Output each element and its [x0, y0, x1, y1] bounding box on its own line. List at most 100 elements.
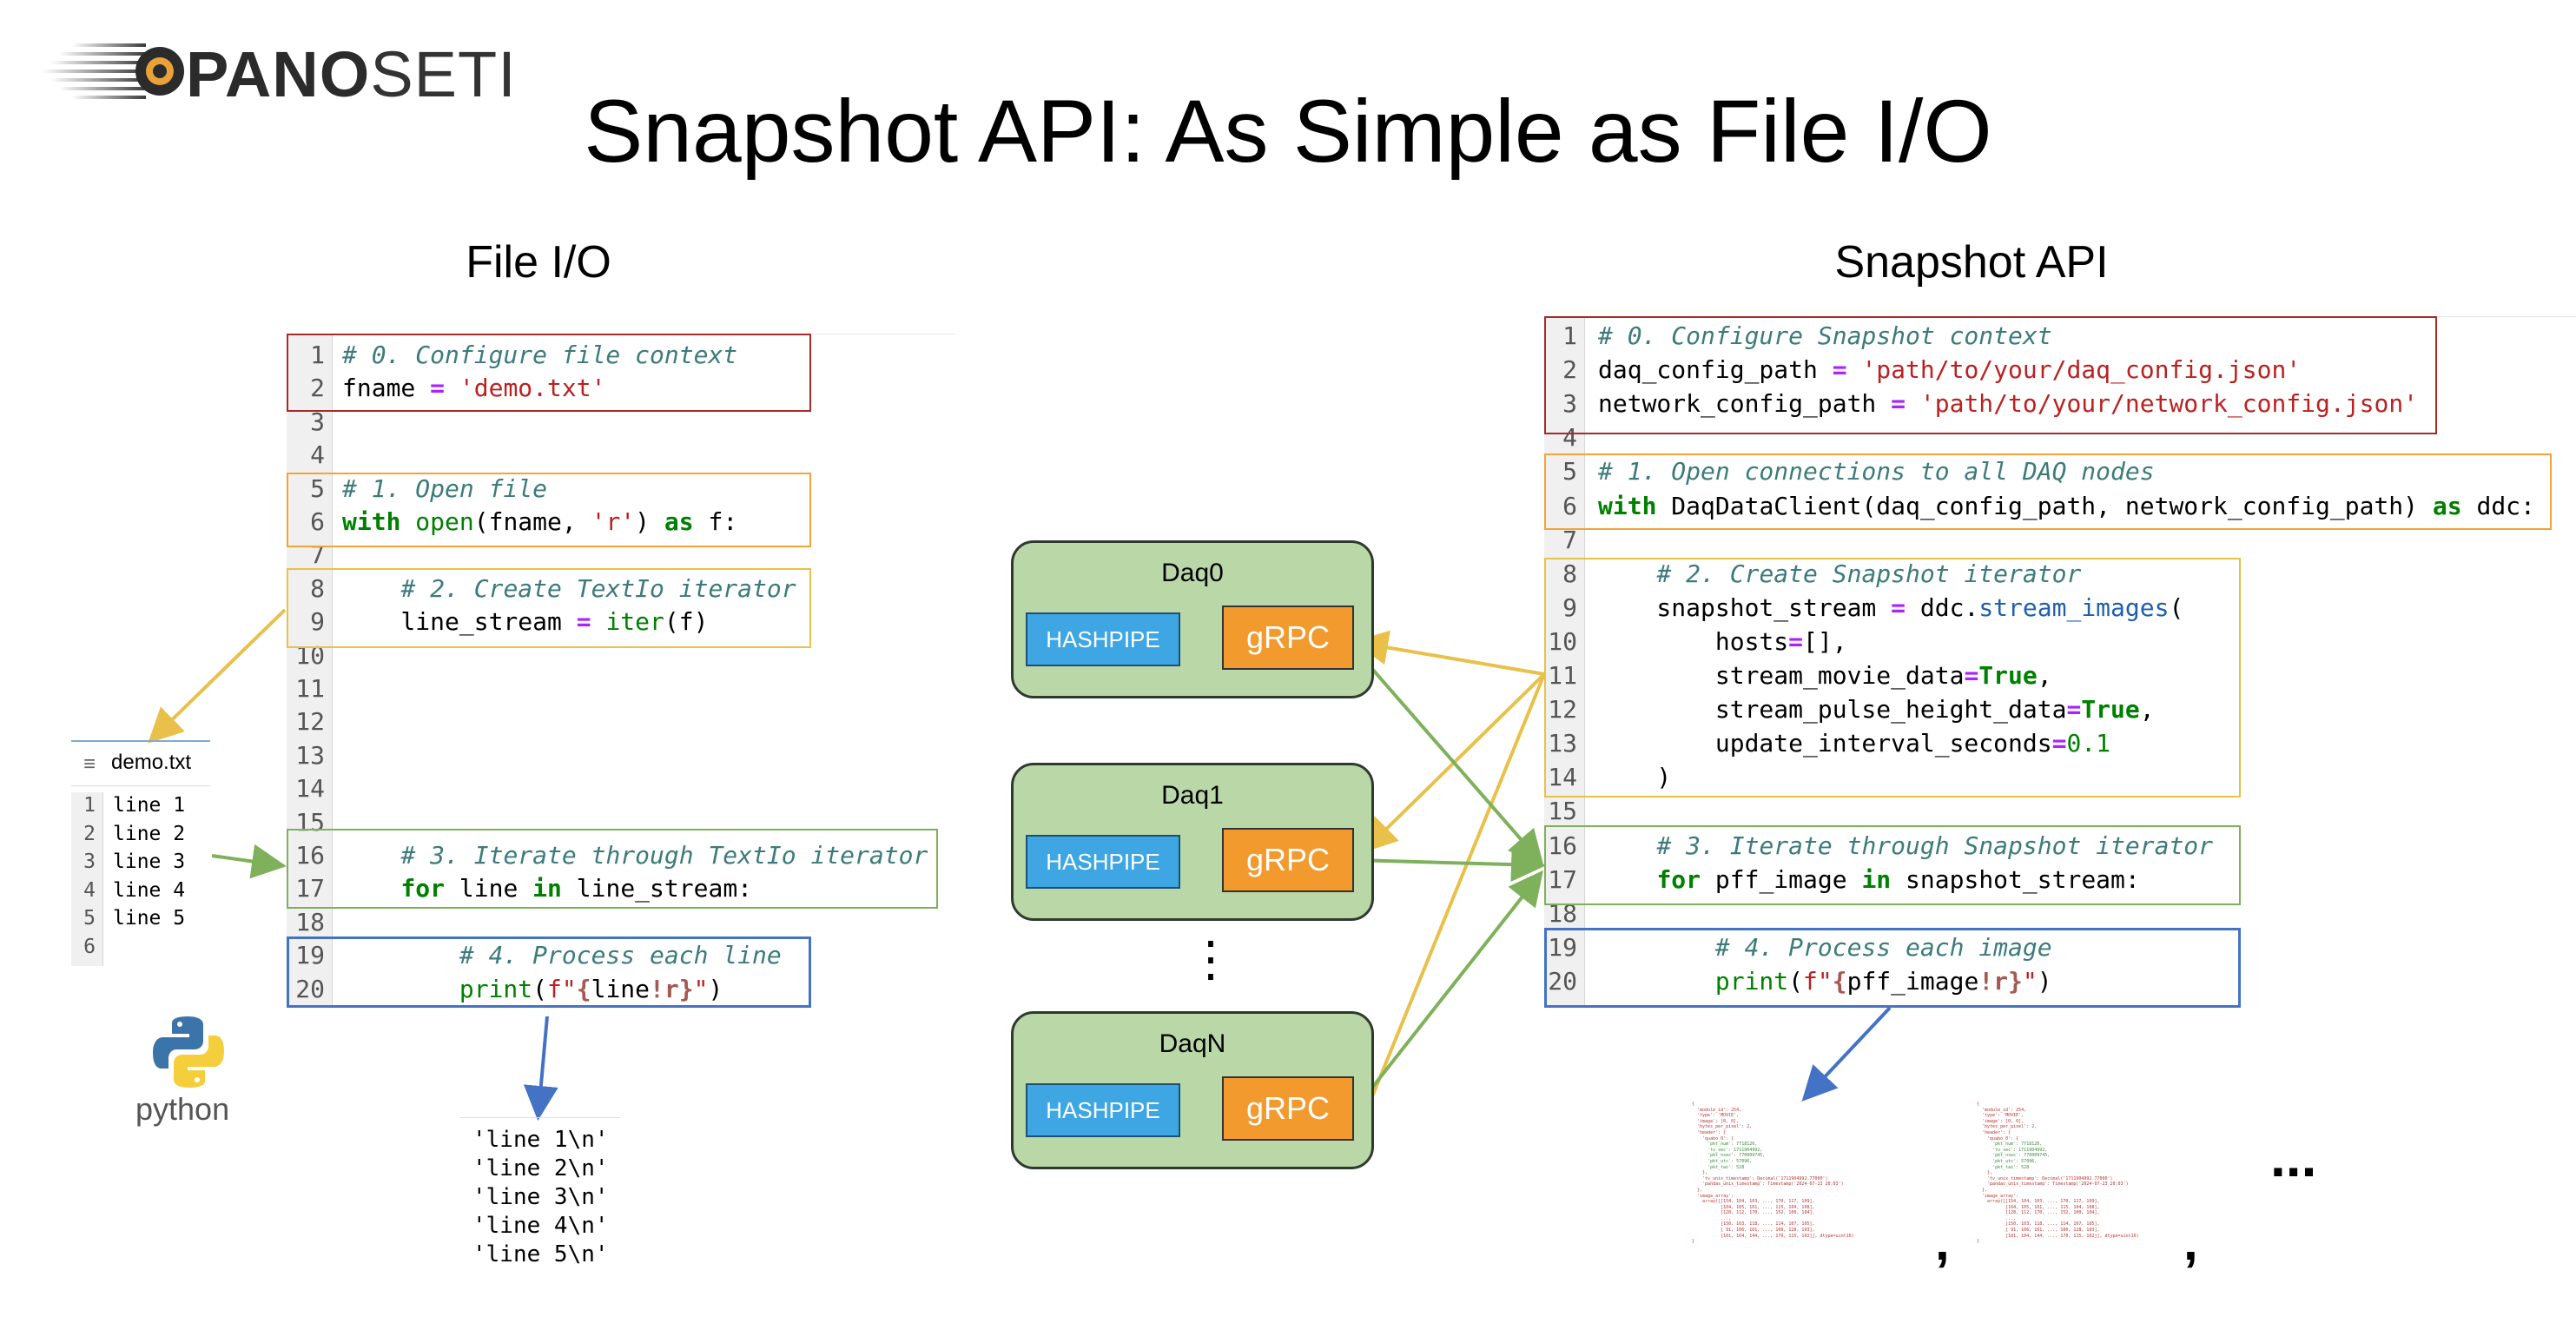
- hashpipe-box: HASHPIPE: [1026, 612, 1180, 666]
- pff-dump-line: [104, 105, 101, ..., 115, 104, 108],: [1692, 1204, 1815, 1210]
- pff-dump-line: 'quabo_0': {: [1692, 1135, 1734, 1142]
- pff-dump-line: [128, 112, 170, ..., 152, 100, 104],: [1692, 1210, 1815, 1216]
- code-line: with open(fname, 'r') as f:: [342, 507, 738, 536]
- file-line: line 4: [113, 878, 186, 902]
- line-number: 16: [1548, 831, 1577, 860]
- pff-dump-line: 'type': 'MOVIE',: [1692, 1113, 1740, 1119]
- line-number: 6: [310, 507, 325, 536]
- code-line: # 2. Create TextIo iterator: [400, 573, 796, 603]
- pff-dump-line: 'bytes_per_pixel': 2,: [1692, 1124, 1753, 1130]
- pff-dump-line: 'image': [0, 0],: [1977, 1118, 2024, 1124]
- file-tab-border: [71, 740, 210, 742]
- file-line-number: 4: [83, 878, 96, 902]
- pff-dump-line: }: [1692, 1239, 1695, 1245]
- code-line: # 1. Open file: [342, 473, 548, 503]
- grpc-box: gRPC: [1222, 828, 1354, 892]
- grpc-box: gRPC: [1222, 1076, 1354, 1141]
- pff-dump-line: 'tv_unix_timestamp': Decimal('1711904992…: [1692, 1175, 1828, 1181]
- pff-dump-line: [ 91, 106, 101, ..., 100, 128, 103],: [1692, 1228, 1815, 1234]
- pff-dump-line: },: [1692, 1187, 1703, 1193]
- line-number: 12: [295, 707, 325, 737]
- file-gutter: [71, 792, 103, 966]
- code-line: snapshot_stream = ddc.stream_images(: [1598, 592, 2184, 622]
- snapshot-api-heading: Snapshot API: [1834, 237, 2109, 288]
- line-number: 14: [295, 774, 325, 804]
- line-number: 9: [310, 607, 325, 637]
- code-line: network_config_path = 'path/to/your/netw…: [1598, 389, 2419, 419]
- file-line: line 5: [113, 907, 186, 930]
- code-line: print(f"{line!r}"): [459, 974, 723, 1003]
- python-icon: [153, 1016, 224, 1088]
- pff-dump-line: [101, 104, 144, ..., 170, 115, 102]], dt…: [1692, 1233, 1854, 1239]
- line-number-gutter-right: [1544, 316, 1585, 1008]
- line-number: 8: [1562, 559, 1577, 588]
- file-line-number: 2: [83, 822, 96, 845]
- pff-dump-line: [101, 104, 144, ..., 170, 115, 102]], dt…: [1977, 1233, 2139, 1239]
- file-line-number: 1: [83, 794, 96, 817]
- line-number: 15: [295, 807, 325, 837]
- code-line: # 4. Process each image: [1714, 932, 2052, 962]
- arrow-print-to-images: [1801, 1006, 1892, 1102]
- panoseti-logo-mark: [42, 43, 184, 99]
- line-number-gutter: [287, 334, 333, 1008]
- pff-dump-line: 'pkt_tai': 528: [1692, 1164, 1745, 1170]
- code-line: # 3. Iterate through TextIo iterator: [400, 841, 928, 870]
- python-logo: python: [130, 1013, 252, 1135]
- trailing-ellipsis: ...: [2270, 1126, 2317, 1188]
- pff-dump-line: }: [1977, 1239, 1980, 1245]
- output-line: 'line 2\n': [472, 1155, 609, 1181]
- pff-dump-line: 'pkt_utc': 57096,: [1692, 1158, 1753, 1164]
- code-line: # 4. Process each line: [459, 941, 782, 970]
- line-number: 10: [295, 640, 325, 670]
- page-title: Snapshot API: As Simple as File I/O: [584, 82, 1992, 181]
- arrow-iter-to-daq1: [1362, 672, 1546, 853]
- pff-dump-line: 'image': [0, 0],: [1692, 1118, 1740, 1124]
- pff-dump-line: array([[154, 104, 103, ..., 170, 117, 10…: [1692, 1199, 1815, 1205]
- grpc-box: gRPC: [1222, 606, 1354, 670]
- pff-dump-line: {: [1977, 1102, 1980, 1107]
- line-number: 4: [1562, 423, 1577, 453]
- code-line: stream_movie_data=True,: [1598, 661, 2052, 690]
- output-line: 'line 1\n': [472, 1127, 609, 1153]
- code-line: # 3. Iterate through Snapshot iterator: [1656, 831, 2214, 860]
- line-number: 18: [295, 907, 325, 936]
- step2-highlight-right: [1544, 558, 2241, 797]
- pff-dump-line: 'tv_sec': 1711904992,: [1977, 1147, 2048, 1153]
- line-number: 17: [295, 874, 325, 903]
- code-line: ): [1598, 763, 1672, 792]
- comma-separator-2: ,: [2183, 1213, 2198, 1271]
- file-name: demo.txt: [111, 751, 192, 774]
- code-line: print(f"{pff_image!r}"): [1714, 966, 2052, 996]
- line-number: 5: [310, 473, 325, 503]
- line-number: 13: [295, 740, 325, 770]
- pff-image-dump: { 'module_id': 254, 'type': 'MOVIE', 'im…: [1977, 1102, 2139, 1245]
- step3-highlight-right: [1544, 825, 2241, 905]
- pff-dump-line: },: [1692, 1170, 1708, 1176]
- line-number: 17: [1548, 864, 1577, 894]
- daq-node-label: Daq0: [1161, 559, 1224, 587]
- step1-highlight: [287, 473, 811, 547]
- line-number: 7: [310, 540, 325, 570]
- step4-highlight: [287, 936, 811, 1008]
- file-io-heading: File I/O: [466, 237, 611, 288]
- file-line-number: 3: [83, 850, 96, 873]
- line-number: 13: [1548, 729, 1577, 758]
- code-line: # 1. Open connections to all DAQ nodes: [1598, 457, 2155, 486]
- file-line-number: 6: [83, 935, 96, 958]
- pff-dump-line: 'quabo_0': {: [1977, 1135, 2019, 1142]
- pff-dump-line: 'pkt_nsec': 770009745,: [1977, 1153, 2051, 1159]
- line-number: 11: [295, 674, 325, 703]
- output-line: 'line 5\n': [472, 1241, 609, 1267]
- pff-dump-line: 'module_id': 254,: [1977, 1107, 2027, 1113]
- line-number: 16: [295, 841, 325, 870]
- output-divider: [460, 1117, 620, 1118]
- pff-dump-line: [104, 105, 101, ..., 115, 104, 108],: [1977, 1204, 2100, 1210]
- line-number: 1: [310, 341, 325, 369]
- code-line: hosts=[],: [1598, 626, 1847, 656]
- arrow-print-to-output: [523, 1016, 558, 1121]
- line-number: 15: [1548, 797, 1577, 826]
- code-line: # 0. Configure file context: [342, 341, 738, 369]
